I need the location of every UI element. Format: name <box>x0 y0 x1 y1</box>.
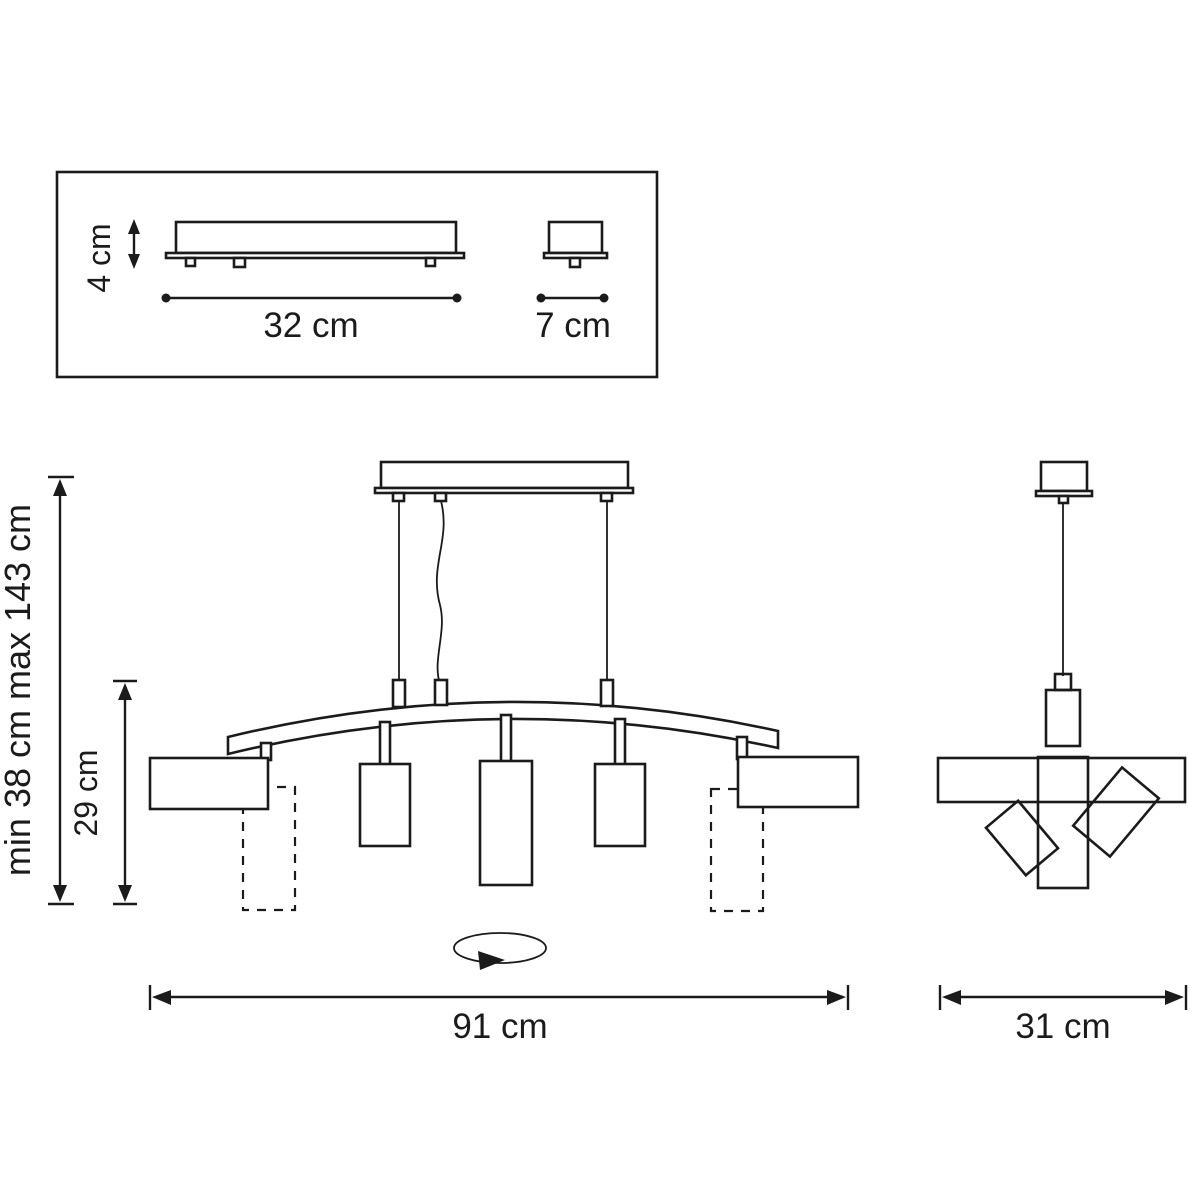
canopy-side-clip <box>568 256 582 269</box>
spotlight-horizontal-right <box>736 755 860 809</box>
spotlight-vertical-side <box>1036 755 1090 890</box>
dim-dot <box>452 293 462 303</box>
canopy-clip <box>184 256 197 268</box>
label-canopy-depth: 7 cm <box>535 306 611 345</box>
arrow-left-icon <box>942 990 961 1005</box>
canopy-clip <box>424 256 437 268</box>
spotlight-vertical <box>593 762 647 848</box>
arrow-up-icon <box>128 219 140 234</box>
canopy-side-view <box>542 220 609 269</box>
rotation-ellipse <box>453 932 547 964</box>
spotlight-vertical-center <box>478 759 534 887</box>
front-canopy-rim <box>373 486 635 495</box>
lamp-stem <box>499 713 513 765</box>
spotlight-vertical <box>358 762 412 848</box>
cable-gripper <box>391 678 407 709</box>
spotlight-rotated-left <box>984 798 1060 878</box>
arrow-up-icon <box>118 683 132 700</box>
front-canopy-clip <box>391 491 406 503</box>
fixture-side-view <box>936 460 1187 890</box>
inset-frame <box>55 170 659 379</box>
canopy-body <box>174 220 458 255</box>
cable-gripper <box>1053 672 1073 692</box>
label-canopy-height: 4 cm <box>81 223 117 292</box>
arrow-up-icon <box>53 479 67 496</box>
lamp-stem <box>378 720 392 768</box>
spotlight-horizontal-left <box>148 756 270 811</box>
cable-gripper <box>599 678 615 708</box>
dim-dot <box>161 293 171 303</box>
arrow-down-icon <box>118 885 132 902</box>
canopy-base-rim <box>164 251 466 260</box>
inset-panel: 4 cm 32 cm 7 cm <box>55 170 659 379</box>
label-canopy-width: 32 cm <box>263 306 358 345</box>
front-canopy-clip <box>433 491 448 503</box>
arrow-left-icon <box>152 990 171 1005</box>
rotation-arrow-icon <box>478 951 505 970</box>
arrow-down-icon <box>53 885 67 902</box>
arrow-down-icon <box>128 254 140 269</box>
cable-gripper <box>433 678 449 707</box>
label-suspension-height: min 38 cm max 143 cm <box>0 504 38 876</box>
suspension-height-dimension: min 38 cm max 143 cm <box>0 475 74 906</box>
side-bar-and-horizontal-lamps <box>936 756 1187 804</box>
label-side-width: 31 cm <box>1015 1007 1110 1046</box>
power-cord <box>435 500 445 685</box>
front-width-dimension: 91 cm <box>148 985 850 1046</box>
side-canopy <box>1039 460 1089 493</box>
side-canopy-clip <box>1057 494 1070 505</box>
side-hub <box>1044 688 1082 748</box>
arrow-right-icon <box>827 990 846 1005</box>
fixture-height-dimension: 29 cm <box>68 679 137 906</box>
fixture-front-view <box>148 460 860 970</box>
label-fixture-height: 29 cm <box>68 749 104 836</box>
rotation-indicator-icon <box>453 932 547 970</box>
front-canopy <box>379 460 630 490</box>
dim-dot <box>599 293 609 303</box>
canopy-clip <box>232 256 247 269</box>
front-canopy-clip <box>599 491 614 503</box>
canopy-front-view <box>164 220 466 269</box>
side-width-dimension: 31 cm <box>938 985 1188 1046</box>
label-front-width: 91 cm <box>452 1007 547 1046</box>
lamp-stem <box>613 717 627 768</box>
canopy-side-body <box>547 220 604 255</box>
dim-dot <box>536 293 546 303</box>
arrow-right-icon <box>1165 990 1184 1005</box>
spotlight-rotated-right <box>1071 765 1161 859</box>
